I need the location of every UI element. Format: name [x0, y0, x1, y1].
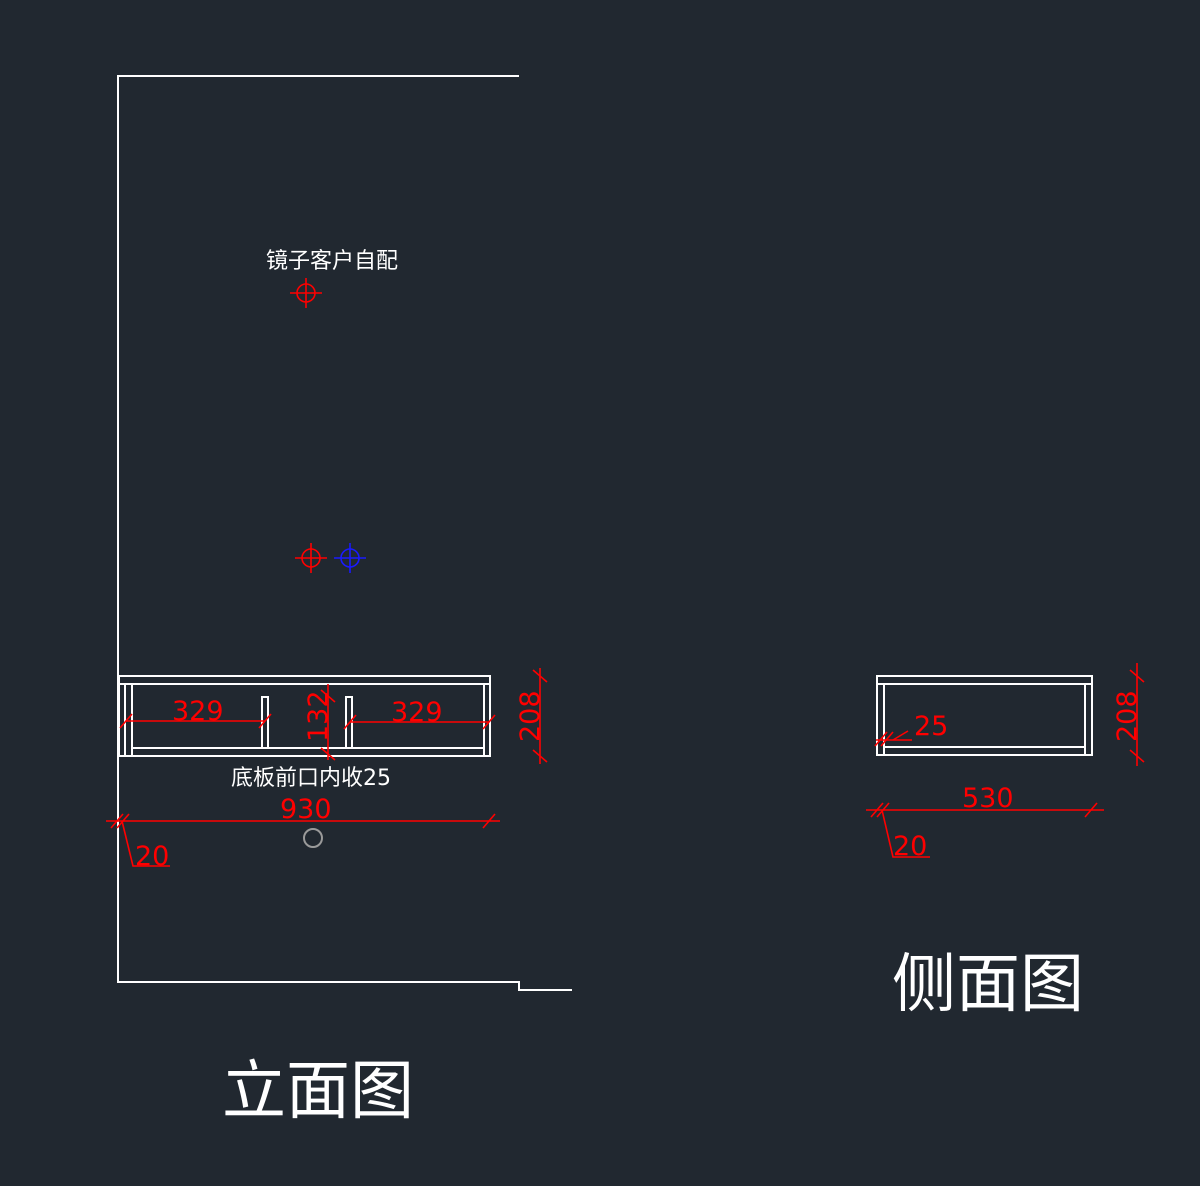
dim-text-208-elevation: 208: [515, 690, 546, 742]
dim-line-530: [866, 802, 1104, 858]
dim-line-25-side: [874, 730, 912, 747]
dim-text-930: 930: [280, 794, 332, 825]
small-circle-icon: [303, 828, 323, 848]
dim-text-530: 530: [962, 783, 1014, 814]
dim-line-208-side: [1129, 663, 1145, 766]
dim-line-329-left: [119, 713, 272, 729]
dim-line-132: [320, 684, 336, 761]
crosshair-marker-blue: [334, 543, 366, 573]
dim-text-329-left: 329: [172, 696, 224, 727]
dim-text-132: 132: [303, 690, 334, 742]
bottom-note: 底板前口内收25: [231, 766, 391, 791]
mirror-note: 镜子客户自配: [266, 249, 398, 274]
elevation-wall-outline: [117, 75, 572, 991]
dim-line-208-elevation: [532, 668, 548, 764]
side-cabinet: [876, 675, 1093, 756]
elevation-title: 立面图: [222, 1055, 414, 1129]
dim-text-20-side: 20: [893, 831, 927, 862]
dim-line-930: [106, 813, 500, 867]
dim-text-329-right: 329: [391, 697, 443, 728]
dim-text-25-side: 25: [914, 711, 948, 742]
crosshair-marker-middle: [295, 543, 327, 573]
dim-text-208-side: 208: [1112, 690, 1143, 742]
crosshair-marker-top: [290, 278, 322, 308]
dim-line-329-right: [343, 714, 496, 730]
elevation-cabinet: [118, 675, 491, 757]
dim-text-20-elevation: 20: [135, 841, 169, 872]
side-view-title: 侧面图: [892, 948, 1084, 1022]
